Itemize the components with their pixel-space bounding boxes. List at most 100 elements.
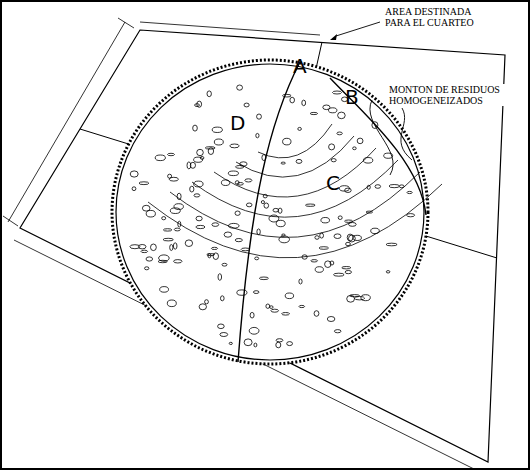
- waste-fragment: [237, 85, 243, 90]
- waste-fragment: [221, 296, 225, 301]
- waste-fragment: [254, 343, 257, 347]
- waste-fragment: [236, 166, 244, 169]
- waste-fragment: [299, 279, 302, 284]
- waste-fragment: [167, 300, 176, 307]
- waste-fragment: [218, 274, 222, 281]
- waste-fragment: [334, 234, 341, 239]
- waste-fragment: [173, 243, 177, 249]
- waste-fragment: [367, 185, 370, 189]
- waste-fragment: [281, 162, 285, 164]
- waste-fragment: [371, 228, 380, 233]
- waste-fragment: [319, 247, 328, 250]
- waste-fragment: [221, 180, 229, 186]
- quarter-letter: A: [293, 55, 307, 77]
- waste-fragment: [276, 339, 283, 342]
- waste-fragment: [346, 242, 351, 245]
- waste-fragment: [185, 240, 192, 247]
- waste-fragment: [389, 185, 399, 188]
- waste-fragment: [320, 233, 324, 238]
- waste-fragment: [257, 229, 260, 235]
- waste-fragment: [310, 112, 317, 114]
- waste-fragment: [283, 94, 292, 97]
- pile-contour: [192, 160, 398, 217]
- waste-fragment: [207, 254, 215, 256]
- waste-fragment: [315, 267, 323, 273]
- waste-fragment: [194, 181, 203, 187]
- waste-fragment: [246, 203, 252, 207]
- leader-line: [370, 100, 393, 175]
- waste-fragment: [337, 132, 342, 135]
- waste-fragment: [276, 342, 281, 348]
- waste-fragment: [132, 187, 136, 191]
- dimension-tick: [3, 216, 18, 226]
- waste-fragment: [142, 205, 150, 211]
- waste-fragment: [235, 239, 242, 242]
- pile-outline: [112, 60, 428, 364]
- waste-fragment: [195, 104, 200, 107]
- waste-fragment: [196, 216, 202, 221]
- waste-fragment: [237, 290, 247, 295]
- waste-fragment: [212, 127, 222, 132]
- waste-fragment: [375, 185, 381, 189]
- waste-fragment: [155, 155, 165, 161]
- waste-fragment: [366, 211, 373, 213]
- waste-fragment: [315, 236, 319, 240]
- quarter-letter: C: [326, 172, 340, 194]
- arrow-head: [330, 34, 337, 40]
- waste-fragment: [345, 271, 351, 274]
- waste-fragment: [261, 201, 264, 204]
- waste-fragment: [241, 248, 249, 251]
- waste-fragment: [253, 291, 259, 294]
- waste-fragment: [145, 267, 149, 270]
- waste-fragment: [169, 177, 178, 181]
- waste-fragment: [158, 260, 167, 262]
- waste-fragment: [228, 171, 238, 176]
- waste-fragment: [174, 260, 182, 263]
- waste-fragment: [338, 112, 346, 119]
- waste-fragment: [349, 223, 357, 227]
- leader-line: [401, 108, 412, 160]
- waste-fragment: [163, 238, 173, 241]
- waste-fragment: [249, 327, 259, 334]
- waste-fragment: [197, 149, 204, 155]
- waste-fragment: [302, 255, 307, 259]
- waste-fragment: [342, 267, 351, 269]
- waste-fragment: [283, 138, 291, 145]
- waste-fragment: [139, 182, 149, 185]
- pile-contour: [170, 172, 420, 237]
- waste-fragment: [151, 244, 157, 251]
- callout-label: MONTON DE RESIDUOS HOMOGENEIZADOS: [388, 84, 510, 106]
- waste-fragment: [327, 317, 335, 322]
- waste-fragment: [321, 218, 330, 223]
- waste-fragment: [264, 203, 269, 208]
- waste-fragment: [282, 313, 290, 316]
- waste-fragment: [257, 114, 262, 119]
- waste-fragment: [194, 157, 203, 162]
- waste-fragment: [407, 191, 412, 193]
- waste-fragment: [229, 342, 232, 344]
- callout-label: AREA DESTINADA PARA EL CUARTEO: [384, 6, 496, 28]
- waste-fragment: [279, 236, 290, 243]
- pile-contour: [148, 184, 442, 258]
- waste-fragment: [353, 147, 357, 150]
- waste-fragment: [196, 225, 205, 228]
- waste-fragment: [211, 247, 217, 249]
- waste-fragment: [302, 100, 306, 106]
- waste-fragment: [205, 300, 209, 304]
- waste-fragment: [199, 304, 206, 310]
- waste-fragment: [205, 147, 215, 149]
- waste-fragment: [334, 273, 345, 276]
- waste-fragment: [230, 144, 239, 148]
- waste-fragment: [334, 330, 341, 333]
- waste-fragment: [141, 250, 148, 252]
- waste-fragment: [407, 214, 415, 217]
- waste-fragment: [212, 223, 219, 227]
- waste-fragment: [285, 293, 293, 299]
- waste-fragment: [244, 339, 252, 346]
- dimension-line: [140, 22, 320, 35]
- waste-fragment: [270, 306, 274, 309]
- pile-contour: [214, 148, 376, 197]
- waste-fragment: [331, 159, 336, 162]
